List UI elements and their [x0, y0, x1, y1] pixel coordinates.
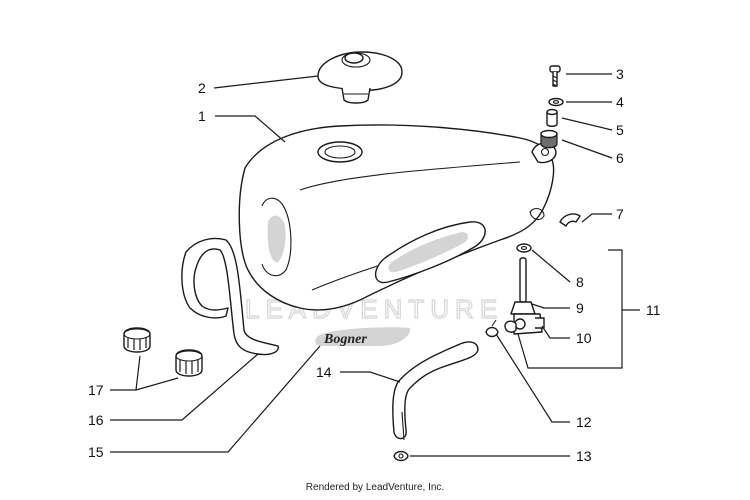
callout-12: 12 — [576, 414, 592, 430]
callout-8: 8 — [576, 274, 584, 290]
spring-clip[interactable] — [559, 213, 581, 227]
hose-clamp-upper[interactable] — [485, 319, 499, 338]
leader-lines — [110, 73, 640, 457]
hose-clamp-lower[interactable] — [393, 450, 409, 462]
render-credit: Rendered by LeadVenture, Inc. — [306, 482, 444, 493]
decal-text: Bogner — [323, 332, 367, 347]
callout-14: 14 — [316, 364, 332, 380]
rubber-buffer-left[interactable] — [123, 327, 151, 353]
rubber-edge-strip[interactable] — [181, 237, 279, 356]
callout-2: 2 — [198, 80, 206, 96]
spacer-bushing[interactable] — [546, 108, 558, 127]
callout-10: 10 — [576, 330, 592, 346]
callout-13: 13 — [576, 448, 592, 464]
callout-5: 5 — [616, 122, 624, 138]
rubber-grommet[interactable] — [540, 129, 558, 149]
bogner-decal[interactable]: Bogner — [315, 327, 411, 347]
callout-4: 4 — [616, 94, 624, 110]
callout-3: 3 — [616, 66, 624, 82]
callout-16: 16 — [88, 412, 104, 428]
rubber-buffer-right[interactable] — [175, 349, 203, 377]
washer[interactable] — [548, 97, 564, 107]
callout-17: 17 — [88, 382, 104, 398]
callout-15: 15 — [88, 444, 104, 460]
filler-cap[interactable] — [317, 51, 403, 104]
fuel-hose[interactable] — [392, 341, 479, 441]
tap-lever[interactable] — [504, 320, 517, 333]
fuel-tank[interactable] — [238, 124, 557, 311]
tap-seal-washer[interactable] — [516, 243, 532, 253]
callout-9: 9 — [576, 300, 584, 316]
fuel-tap[interactable] — [510, 257, 545, 335]
callout-7: 7 — [616, 206, 624, 222]
callout-numbers: 2 1 3 4 5 6 7 8 9 10 11 12 13 14 15 16 1… — [88, 66, 661, 464]
callout-6: 6 — [616, 150, 624, 166]
callout-11: 11 — [646, 302, 661, 318]
callout-1: 1 — [198, 108, 206, 124]
mounting-screw[interactable] — [549, 65, 561, 87]
